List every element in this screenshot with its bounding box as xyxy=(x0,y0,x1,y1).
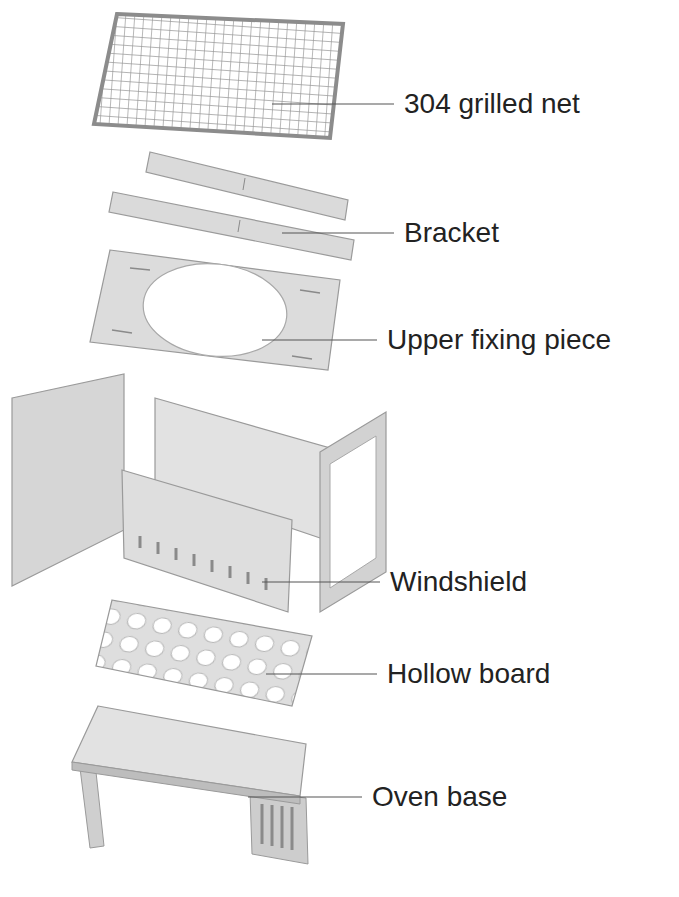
leader-line xyxy=(266,673,377,674)
leader-lines xyxy=(248,104,394,797)
vent-slots xyxy=(140,536,266,590)
grill-net xyxy=(94,14,343,138)
part-label: Windshield xyxy=(390,566,527,598)
leg-slots xyxy=(262,804,292,850)
part-label: Oven base xyxy=(372,781,507,813)
leader-line xyxy=(272,103,394,104)
hollow-board xyxy=(96,600,312,706)
plate-slots xyxy=(112,268,320,359)
leader-line xyxy=(248,796,362,797)
bracket-slot xyxy=(238,220,240,232)
plate-hole xyxy=(139,257,292,364)
mesh xyxy=(94,14,343,138)
side-panel xyxy=(12,374,124,586)
hollow-plate xyxy=(96,600,312,706)
part-label: Hollow board xyxy=(387,658,550,690)
base-leg xyxy=(80,768,104,848)
leader-line xyxy=(282,232,394,233)
part-label: 304 grilled net xyxy=(404,88,580,120)
windshield xyxy=(12,374,386,612)
upper-fixing-piece xyxy=(90,250,340,370)
brackets xyxy=(109,152,354,260)
plate xyxy=(90,250,340,370)
part-label: Bracket xyxy=(404,217,499,249)
base-rim xyxy=(72,762,300,804)
front-panel xyxy=(122,470,292,612)
leader-line xyxy=(262,339,377,340)
oven-base xyxy=(72,706,308,864)
part-label: Upper fixing piece xyxy=(387,324,611,356)
net-frame xyxy=(94,14,343,138)
frame-window xyxy=(330,436,376,588)
bracket-slot xyxy=(243,178,245,190)
bracket-strip xyxy=(109,192,354,260)
leader-line xyxy=(262,581,380,582)
